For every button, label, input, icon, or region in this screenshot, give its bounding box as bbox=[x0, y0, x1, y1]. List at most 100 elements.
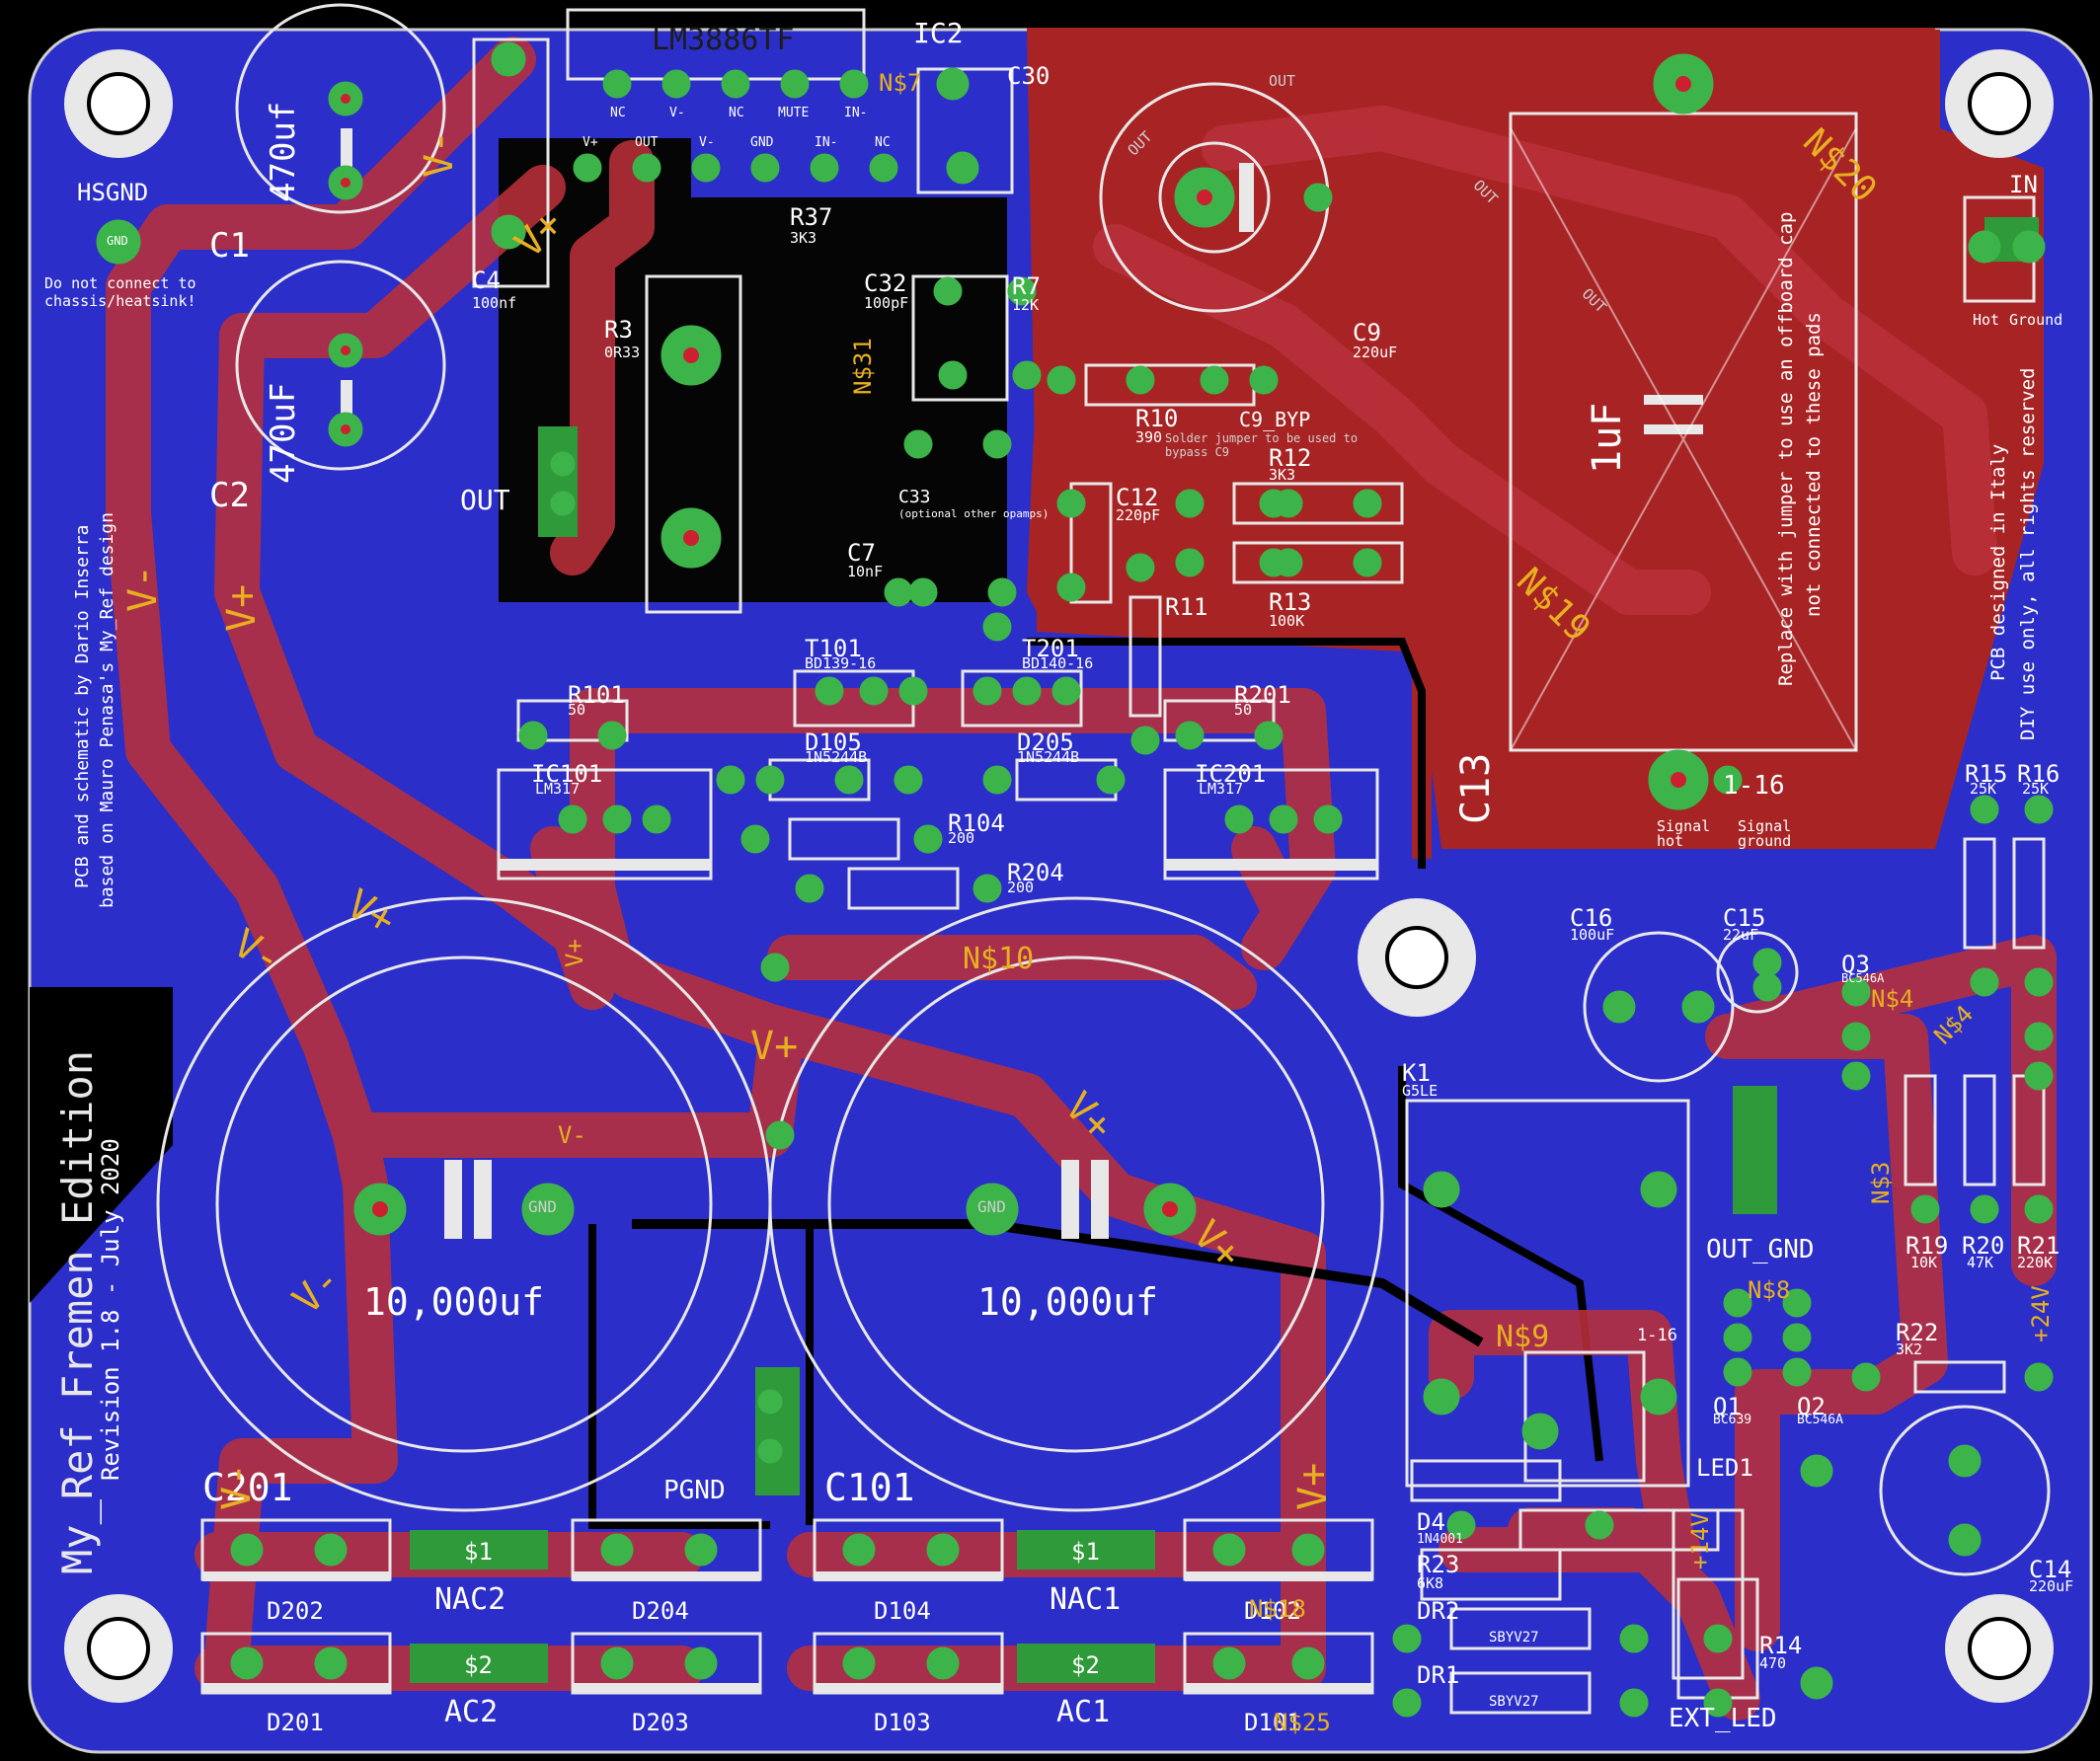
ic101-ref: IC101 bbox=[531, 760, 603, 788]
net-vminus-c2: V- bbox=[120, 564, 166, 612]
ac1-pad: $2 bbox=[1071, 1651, 1100, 1679]
net-vminus-bottom: V- bbox=[214, 1462, 260, 1510]
c2-value: 470uF bbox=[264, 382, 303, 484]
r37-ref: R37 bbox=[790, 203, 833, 231]
designed-line2: DIY use only, all rights reserved bbox=[2017, 367, 2039, 741]
r204-value: 200 bbox=[1007, 879, 1035, 896]
hsgnd-note2: chassis/heatsink! bbox=[44, 292, 196, 310]
r19-ref: R19 bbox=[1906, 1232, 1949, 1260]
r11-ref: R11 bbox=[1165, 593, 1208, 621]
net-n9: N$9 bbox=[1496, 1320, 1550, 1354]
t101-ref: T101 bbox=[805, 635, 862, 662]
ic201-value: LM317 bbox=[1199, 780, 1244, 798]
d204-ref: D204 bbox=[632, 1597, 689, 1625]
dr2-value: SBYV27 bbox=[1489, 1630, 1539, 1646]
r204-ref: R204 bbox=[1007, 859, 1064, 886]
c9-value: 220uF bbox=[1353, 344, 1398, 361]
r7-value: 12K bbox=[1012, 296, 1040, 314]
ic2-name: LM3886TF bbox=[652, 23, 795, 57]
trace-n3 bbox=[1705, 1014, 1948, 1651]
ic2-pin-bottom-5: IN- bbox=[815, 135, 838, 150]
credits-line2: based on Mauro Penasa's My_Ref design bbox=[97, 512, 117, 908]
designed-line1: PCB designed in Italy bbox=[1987, 443, 2009, 681]
r22-value: 3K2 bbox=[1896, 1340, 1923, 1358]
d203-ref: D203 bbox=[632, 1709, 689, 1736]
ic2-pin-top-2: V- bbox=[669, 106, 685, 120]
ic2-pin-bottom-3: V- bbox=[699, 135, 715, 150]
isolation-line bbox=[588, 638, 1603, 1529]
ic101-value: LM317 bbox=[535, 780, 581, 798]
nac2-pad: $1 bbox=[464, 1538, 493, 1566]
c33-ref: C33 bbox=[898, 487, 931, 507]
r104-value: 200 bbox=[948, 829, 975, 847]
ic2-pin-top-1: NC bbox=[610, 106, 626, 120]
c14-ref: C14 bbox=[2029, 1556, 2072, 1583]
pads bbox=[96, 41, 2054, 1718]
d105-value: 1N5244B bbox=[805, 748, 868, 766]
net-vplus-right: V+ bbox=[1290, 1462, 1336, 1510]
c9-ref: C9 bbox=[1353, 319, 1381, 346]
r23-value: 6K8 bbox=[1417, 1574, 1444, 1592]
c32-value: 100pF bbox=[864, 294, 909, 312]
dr2-ref: DR2 bbox=[1417, 1597, 1460, 1625]
trace-black-1 bbox=[632, 1219, 1484, 1347]
c1-value: 470uf bbox=[264, 101, 303, 202]
net-n18: N$18 bbox=[1249, 1595, 1306, 1623]
net-plus24: +24V bbox=[2027, 1285, 2055, 1342]
net-n25: N$25 bbox=[1274, 1709, 1331, 1736]
c9-note2: bypass C9 bbox=[1165, 445, 1230, 459]
out-gnd-label: OUT_GND bbox=[1706, 1235, 1815, 1264]
net-vminus-mid: V- bbox=[558, 1121, 586, 1149]
r101-value: 50 bbox=[568, 701, 586, 719]
c32-ref: C32 bbox=[864, 269, 907, 297]
c4-ref: C4 bbox=[472, 267, 501, 294]
ac2-pad: $2 bbox=[464, 1651, 493, 1679]
ic2-pin-bottom-2: OUT bbox=[635, 135, 659, 150]
net-n31: N$31 bbox=[849, 338, 877, 395]
c12-ref: C12 bbox=[1116, 484, 1159, 511]
r19-value: 10K bbox=[1910, 1254, 1938, 1271]
net-out-2: OUT bbox=[1269, 72, 1296, 90]
c15-value: 22uF bbox=[1723, 926, 1759, 944]
trace-n19-n20 bbox=[1093, 106, 1997, 615]
r12-ref: R12 bbox=[1269, 444, 1312, 472]
ic2-pin-top-5: IN- bbox=[844, 106, 868, 120]
q3-ref: Q3 bbox=[1841, 951, 1870, 978]
r3-value: 0R33 bbox=[604, 344, 641, 361]
hsgnd-note1: Do not connect to bbox=[44, 274, 196, 292]
c2-ref: C2 bbox=[209, 476, 250, 515]
r16-value: 25K bbox=[2022, 780, 2050, 798]
r21-ref: R21 bbox=[2017, 1232, 2061, 1260]
dr1-ref: DR1 bbox=[1417, 1661, 1460, 1689]
r104-ref: R104 bbox=[948, 809, 1005, 837]
ic2-pin-top-3: NC bbox=[729, 106, 744, 120]
c201-ref: C201 bbox=[202, 1466, 293, 1509]
q3-value: BC546A bbox=[1841, 971, 1885, 985]
net-vplus-ic101: V+ bbox=[561, 939, 588, 967]
r16-ref: R16 bbox=[2017, 760, 2061, 788]
nac1-label: NAC1 bbox=[1050, 1582, 1122, 1617]
hsgnd-gnd: GND bbox=[107, 234, 128, 248]
r7-ref: R7 bbox=[1012, 272, 1041, 300]
q1-value: BC639 bbox=[1713, 1413, 1752, 1427]
r201-value: 50 bbox=[1234, 701, 1253, 719]
net-n3: N$3 bbox=[1867, 1161, 1895, 1204]
ac1-label: AC1 bbox=[1056, 1695, 1111, 1729]
c33-note: (optional other opamps) bbox=[898, 507, 1050, 520]
signal-ground: Signal ground bbox=[1738, 817, 1792, 850]
r15-ref: R15 bbox=[1965, 760, 2008, 788]
c30-ref: C30 bbox=[1007, 62, 1050, 90]
trace-vminus-main bbox=[106, 37, 536, 1681]
credits-line1: PCB and schematic by Dario Inserra bbox=[72, 524, 93, 888]
gnd-c201: GND bbox=[528, 1197, 557, 1216]
net-1-16-b: 1-16 bbox=[1637, 1326, 1677, 1345]
cutout-left bbox=[30, 987, 173, 1303]
net-plus14: +14V bbox=[1686, 1512, 1714, 1570]
silk-line bbox=[1510, 127, 1857, 751]
replace-line1: Replace with jumper to use an offboard c… bbox=[1775, 211, 1797, 686]
trace-vplus-right bbox=[570, 688, 1336, 990]
led1-ref: LED1 bbox=[1696, 1454, 1753, 1482]
r23-ref: R23 bbox=[1417, 1551, 1460, 1578]
net-vplus-mid: V+ bbox=[750, 1024, 799, 1069]
c7-ref: C7 bbox=[847, 539, 876, 567]
